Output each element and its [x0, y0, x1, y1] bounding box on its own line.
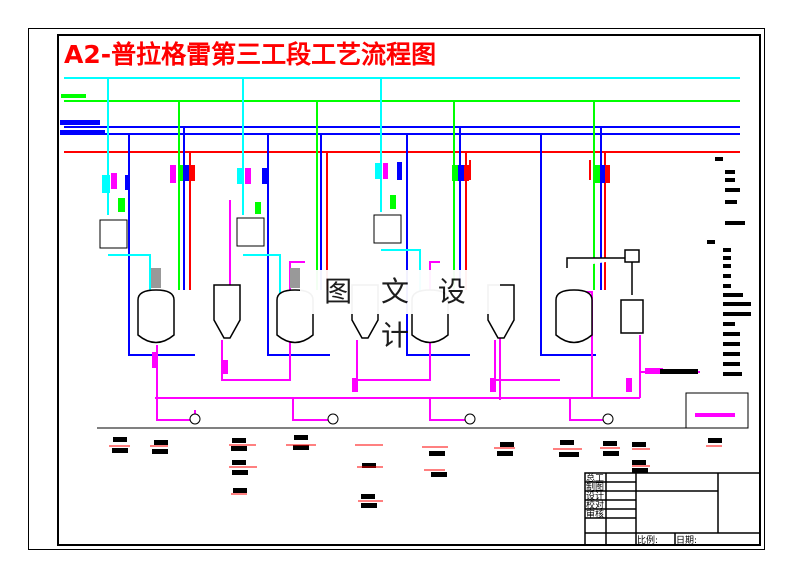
equipment-tags: [109, 435, 722, 508]
tb-label-review: 审核: [586, 508, 604, 520]
receiver-and-condenser: [566, 249, 644, 334]
legend: [707, 157, 751, 376]
tb-label-check: 校对: [586, 499, 604, 511]
tb-label-scale: 比例:: [637, 534, 658, 546]
title-block-labels: 总工 制图 设计 校对 审核 比例: 日期:: [586, 472, 697, 546]
tb-label-drafting: 制图: [586, 481, 604, 493]
inner-frame: [57, 34, 761, 546]
pumps: [189, 413, 614, 425]
legend-box: [685, 392, 749, 429]
outer-border: [28, 28, 765, 550]
drawing-title: A2-普拉格雷第三工段工艺流程图: [64, 40, 436, 69]
tb-label-chief: 总工: [586, 472, 604, 484]
watermark: 图 文 设 计: [300, 270, 500, 352]
tb-label-date: 日期:: [676, 535, 697, 546]
tb-label-design: 设计: [586, 490, 604, 502]
material-markers: [152, 352, 663, 392]
title-block: [584, 472, 761, 546]
line-markers: [102, 162, 610, 214]
measuring-tanks: [99, 214, 402, 249]
utility-headers: [60, 77, 740, 153]
redacted-tag: [660, 369, 698, 374]
legend-swatch: [695, 413, 735, 417]
